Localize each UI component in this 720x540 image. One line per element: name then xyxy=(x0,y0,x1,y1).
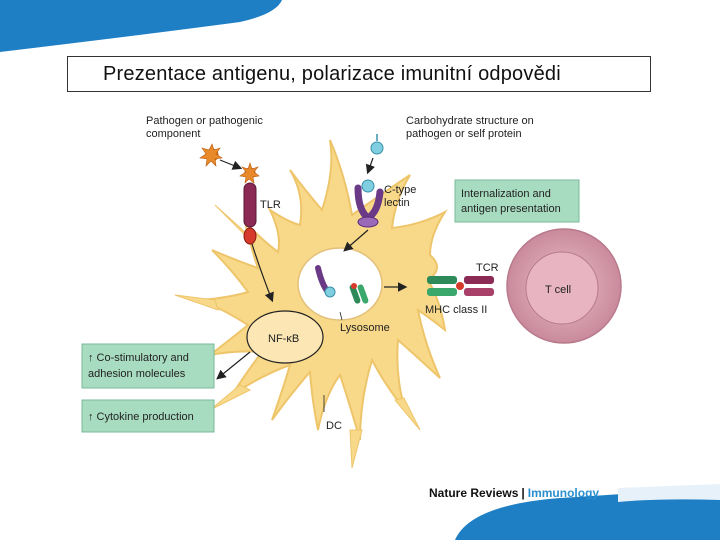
internal-peptide xyxy=(351,283,357,289)
peptide-antigen xyxy=(456,282,464,290)
bottom-swoosh-highlight xyxy=(618,484,720,502)
lectin-antigen xyxy=(361,179,375,193)
cytokine-box xyxy=(81,399,215,433)
credit-nature-reviews: Nature Reviews xyxy=(429,486,519,500)
carb-label-1: Carbohydrate structure on xyxy=(406,115,534,127)
carbohydrate-arrow xyxy=(365,157,375,175)
source-credit: Nature Reviews|Immunology xyxy=(429,486,599,500)
internal-mhc xyxy=(357,284,369,304)
pathogen-label-1: Pathogen or pathogenic xyxy=(146,115,263,127)
mhc-ii-chain xyxy=(427,276,457,284)
carbohydrate-icon xyxy=(370,141,384,155)
internal-label-2: antigen presentation xyxy=(461,203,561,215)
ctype-label-2: lectin xyxy=(384,197,410,209)
pathogen-icon xyxy=(199,143,223,167)
tcr-chain xyxy=(464,288,494,296)
mhc-label: MHC class II xyxy=(425,304,487,316)
internal-antigen xyxy=(324,286,336,298)
costim-box xyxy=(81,343,215,389)
tlr-to-nfkb-arrow xyxy=(251,243,274,303)
nfkb-label: NF-κB xyxy=(268,333,299,345)
dc-spike xyxy=(174,294,219,311)
cytokine-label: ↑ Cytokine production xyxy=(88,411,194,423)
tcr-label: TCR xyxy=(476,262,499,274)
tlr-receptor xyxy=(243,182,257,228)
nfkb-to-costim-arrow xyxy=(216,351,251,380)
tcell-label: T cell xyxy=(545,284,571,296)
nucleus xyxy=(246,310,324,364)
lysosome-leader xyxy=(339,311,343,321)
internal-mhc xyxy=(349,284,361,304)
dc-spike xyxy=(349,429,363,469)
internalization-box xyxy=(454,179,580,223)
mhc-ii-chain xyxy=(427,288,457,296)
ctype-label-1: C-type xyxy=(384,184,416,196)
tlr-label: TLR xyxy=(260,199,281,211)
t-cell-nucleus xyxy=(525,251,599,325)
top-swoosh xyxy=(0,0,282,52)
tcr-chain xyxy=(464,276,494,284)
lectin-to-lysosome-arrow xyxy=(343,229,369,252)
dc-label: DC xyxy=(326,420,342,432)
lectin-base xyxy=(357,216,379,228)
pathogen-label-2: component xyxy=(146,128,200,140)
title-box: Prezentace antigenu, polarizace imunitní… xyxy=(67,56,651,92)
costim-label-2: adhesion molecules xyxy=(88,368,186,380)
tlr-domain xyxy=(243,227,257,245)
costim-label-1: ↑ Co-stimulatory and xyxy=(88,352,189,364)
pathogen-icon-bound xyxy=(239,162,260,184)
lysosome-label: Lysosome xyxy=(340,322,390,334)
credit-separator: | xyxy=(521,486,525,500)
dc-spike xyxy=(394,397,421,431)
credit-immunology: Immunology xyxy=(527,486,600,500)
pathogen-arrow xyxy=(219,159,243,170)
slide-title: Prezentace antigenu, polarizace imunitní… xyxy=(103,63,561,85)
carb-label-2: pathogen or self protein xyxy=(406,128,522,140)
dc-spike xyxy=(209,384,252,411)
lysosome xyxy=(297,247,383,321)
internal-label-1: Internalization and xyxy=(461,188,551,200)
